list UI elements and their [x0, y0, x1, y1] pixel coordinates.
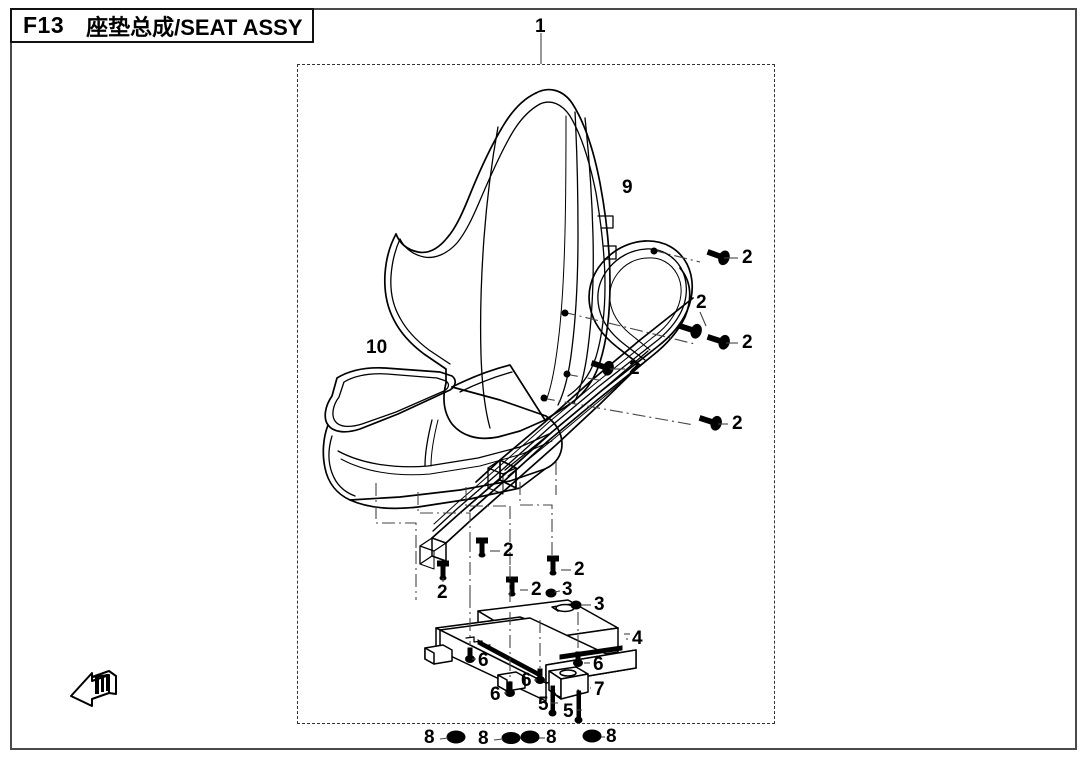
bolt-upper-2	[678, 311, 707, 339]
bushing-1	[439, 730, 466, 744]
callout-2-upper-3: 2	[742, 332, 753, 353]
figure-title: 座垫总成/SEAT ASSY	[86, 14, 303, 40]
callout-1: 1	[535, 16, 546, 37]
bolt-bracket-left	[548, 685, 558, 717]
callout-8-3: 8	[546, 727, 557, 748]
front-direction-arrow-icon	[70, 670, 117, 707]
callout-2-upper-2: 2	[696, 292, 707, 313]
bolt-mid-1	[563, 360, 625, 382]
figure-code: F13	[23, 12, 65, 38]
bushing-4	[582, 729, 605, 743]
callout-2-rail-rear-right: 2	[574, 559, 585, 580]
stud-right	[570, 600, 591, 610]
bushing-2	[493, 732, 521, 744]
bolt-upper-3	[561, 309, 738, 350]
callout-2-mid-1: 2	[629, 358, 640, 379]
bolt-base-1	[465, 595, 476, 663]
callout-8-1: 8	[424, 727, 435, 748]
callout-5-right: 5	[563, 701, 574, 722]
bolt-base-3	[534, 620, 545, 684]
bolt-rail-rear-left	[476, 537, 500, 558]
callout-10: 10	[366, 337, 388, 358]
stud-left	[545, 588, 561, 598]
projection-lines	[375, 462, 557, 600]
title-block: F13 座垫总成/SEAT ASSY	[10, 8, 314, 43]
lock-bracket	[548, 666, 591, 700]
callout-2-rail-front-left: 2	[437, 582, 448, 603]
bolt-rail-front-left	[437, 560, 449, 582]
seat-frame-tube	[419, 240, 694, 570]
callout-4: 4	[632, 628, 643, 649]
seat-back	[383, 88, 617, 440]
bolt-upper-1	[650, 247, 738, 266]
callout-2-mid-2: 2	[732, 413, 743, 434]
page-border	[10, 8, 1077, 750]
callout-8-2: 8	[478, 728, 489, 749]
callout-5-left: 5	[538, 694, 549, 715]
bolt-base-2	[504, 566, 515, 697]
callout-2-rail-rear-left: 2	[503, 540, 514, 561]
callout-8-4: 8	[606, 726, 617, 747]
callout-9: 9	[622, 177, 633, 198]
callout-2-upper-1: 2	[742, 247, 753, 268]
callout-6-3: 6	[521, 670, 532, 691]
bolt-rail-rear-right	[547, 555, 571, 576]
assembly-boundary-box	[297, 64, 775, 724]
seat-frame-tube-2	[469, 267, 694, 512]
callout-2-rail-front-right: 2	[531, 579, 542, 600]
callout-6-1: 6	[478, 650, 489, 671]
bushing-3	[520, 730, 545, 744]
bolt-mid-2	[540, 394, 728, 431]
bolt-bracket-right	[574, 690, 583, 724]
callout-3-right: 3	[594, 594, 605, 615]
callout-3-left: 3	[562, 579, 573, 600]
callout-6-2: 6	[490, 684, 501, 705]
bolt-base-4	[573, 612, 590, 667]
callout-6-4: 6	[593, 654, 604, 675]
seat-cushion	[322, 364, 563, 510]
callout-7: 7	[594, 679, 605, 700]
